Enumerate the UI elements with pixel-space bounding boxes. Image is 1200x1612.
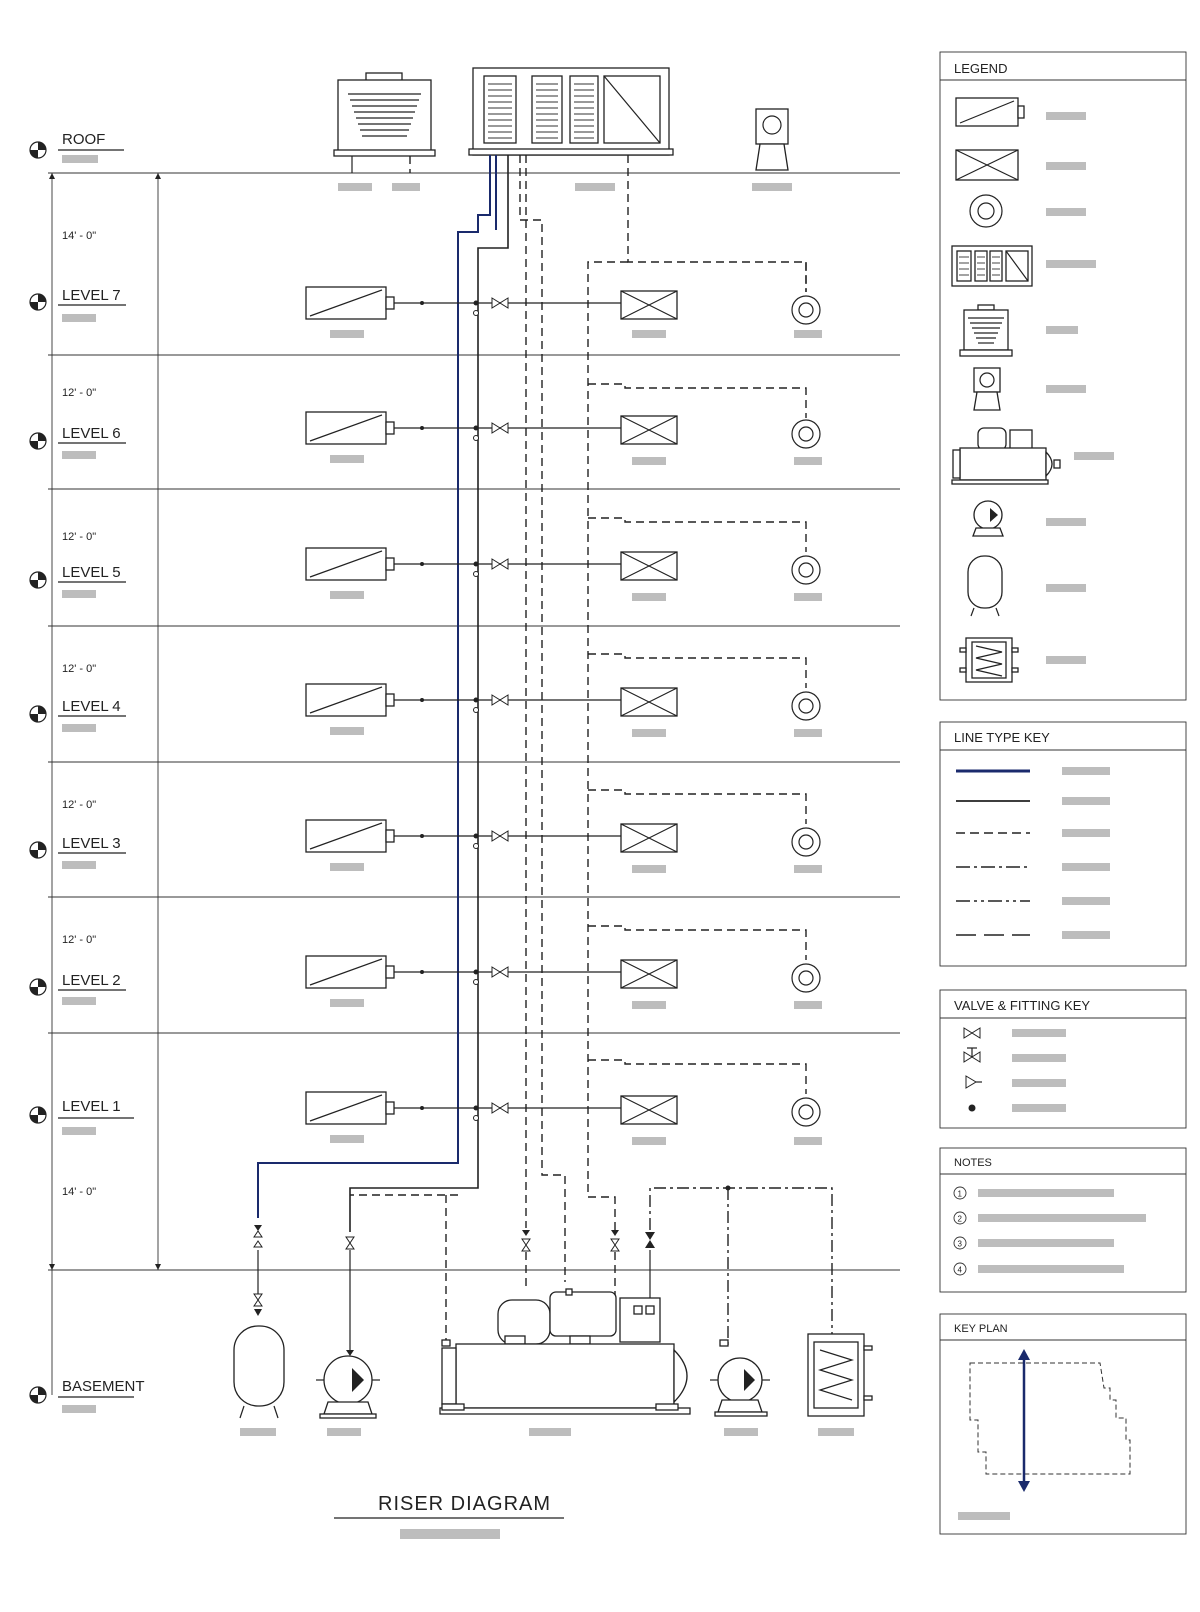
legend-ahu-icon xyxy=(951,245,1033,287)
line-type-key-title: LINE TYPE KEY xyxy=(954,730,1050,745)
legend-chiller-icon xyxy=(951,427,1061,485)
dimension-lines xyxy=(49,173,161,1395)
cooling-tower-icon xyxy=(333,72,436,173)
dim-l3-l2: 12' - 0" xyxy=(62,934,96,946)
control-valve-icon xyxy=(963,1047,981,1063)
level-marker-basement: BASEMENT xyxy=(29,1378,145,1413)
level-label-3: LEVEL 3 xyxy=(62,835,121,852)
valve-fitting-key-title: VALVE & FITTING KEY xyxy=(954,998,1090,1013)
legend-expansion-tank-icon xyxy=(967,555,1003,617)
level-label-5: LEVEL 5 xyxy=(62,564,121,581)
diagram-title: RISER DIAGRAM xyxy=(378,1493,551,1515)
floor-units-level1 xyxy=(305,1059,822,1145)
floor-units-level3 xyxy=(305,789,822,873)
legend-diffuser-icon xyxy=(969,194,1003,228)
level-label-7: LEVEL 7 xyxy=(62,287,121,304)
legend-fan-coil-icon xyxy=(955,97,1025,127)
level-label-roof: ROOF xyxy=(62,131,105,148)
level-label-6: LEVEL 6 xyxy=(62,425,121,442)
exhaust-fan-icon xyxy=(755,108,789,171)
level-marker-1: LEVEL 1 xyxy=(29,1098,134,1135)
level-marker-3: LEVEL 3 xyxy=(29,835,126,869)
gate-valve-icon xyxy=(963,1027,981,1039)
note-number-3: 3 xyxy=(958,1240,963,1249)
expansion-tank-icon xyxy=(233,1325,285,1419)
level-marker-6: LEVEL 6 xyxy=(29,425,126,459)
dim-l4-l3: 12' - 0" xyxy=(62,799,96,811)
level-label-1: LEVEL 1 xyxy=(62,1098,121,1115)
notes-title: NOTES xyxy=(954,1157,992,1169)
legend-vav-box-icon xyxy=(955,149,1019,181)
air-handling-unit-icon xyxy=(468,67,674,156)
floor-heights: 14' - 0" 12' - 0" 12' - 0" 12' - 0" 12' … xyxy=(62,230,96,1198)
basement-valves xyxy=(253,1185,833,1356)
legend-title: LEGEND xyxy=(954,61,1007,76)
notes-panel: NOTES 1 2 3 4 xyxy=(939,1147,1187,1293)
floor-units-level2 xyxy=(305,925,822,1009)
legend-exhaust-fan-icon xyxy=(973,367,1001,411)
dim-roof-l7: 14' - 0" xyxy=(62,230,96,242)
line-type-key-panel: LINE TYPE KEY xyxy=(939,721,1187,967)
floor-units-level6 xyxy=(305,383,822,465)
dim-l6-l5: 12' - 0" xyxy=(62,531,96,543)
dim-l1-basement: 14' - 0" xyxy=(62,1186,96,1198)
level-label-basement: BASEMENT xyxy=(62,1378,145,1395)
key-plan-title: KEY PLAN xyxy=(954,1323,1008,1335)
level-marker-5: LEVEL 5 xyxy=(29,564,126,598)
legend-heat-exchanger-icon xyxy=(959,637,1019,683)
key-plan-outline xyxy=(969,1362,1131,1475)
floor-lines xyxy=(48,172,900,1271)
level-marker-2: LEVEL 2 xyxy=(29,972,126,1005)
dim-l5-l4: 12' - 0" xyxy=(62,663,96,675)
floor-units-level5 xyxy=(305,517,822,601)
legend-cooling-tower-icon xyxy=(959,304,1013,357)
pump-icon-2 xyxy=(710,1357,770,1417)
pump-icon-1 xyxy=(316,1355,380,1419)
legend-pump-icon xyxy=(972,500,1004,537)
connection-point-icon xyxy=(968,1104,976,1112)
key-plan-panel: KEY PLAN xyxy=(939,1313,1187,1535)
note-number-4: 4 xyxy=(958,1266,963,1275)
level-marker-7: LEVEL 7 xyxy=(29,287,126,322)
check-valve-icon xyxy=(965,1075,982,1089)
note-number-1: 1 xyxy=(958,1190,963,1199)
valve-fitting-key-panel: VALVE & FITTING KEY xyxy=(939,989,1187,1129)
dim-l7-l6: 12' - 0" xyxy=(62,387,96,399)
chiller-icon xyxy=(439,1288,729,1415)
floor-units-level7 xyxy=(305,262,822,338)
note-number-2: 2 xyxy=(958,1215,963,1224)
floor-units-level4 xyxy=(305,653,822,737)
legend-panel: LEGEND xyxy=(939,51,1187,701)
level-label-4: LEVEL 4 xyxy=(62,698,121,715)
heat-exchanger-icon xyxy=(807,1333,873,1417)
level-label-2: LEVEL 2 xyxy=(62,972,121,989)
title-block: RISER DIAGRAM xyxy=(334,1493,564,1539)
level-marker-roof: ROOF xyxy=(29,131,124,163)
navy-supply-riser xyxy=(257,155,497,1218)
level-marker-4: LEVEL 4 xyxy=(29,698,126,732)
